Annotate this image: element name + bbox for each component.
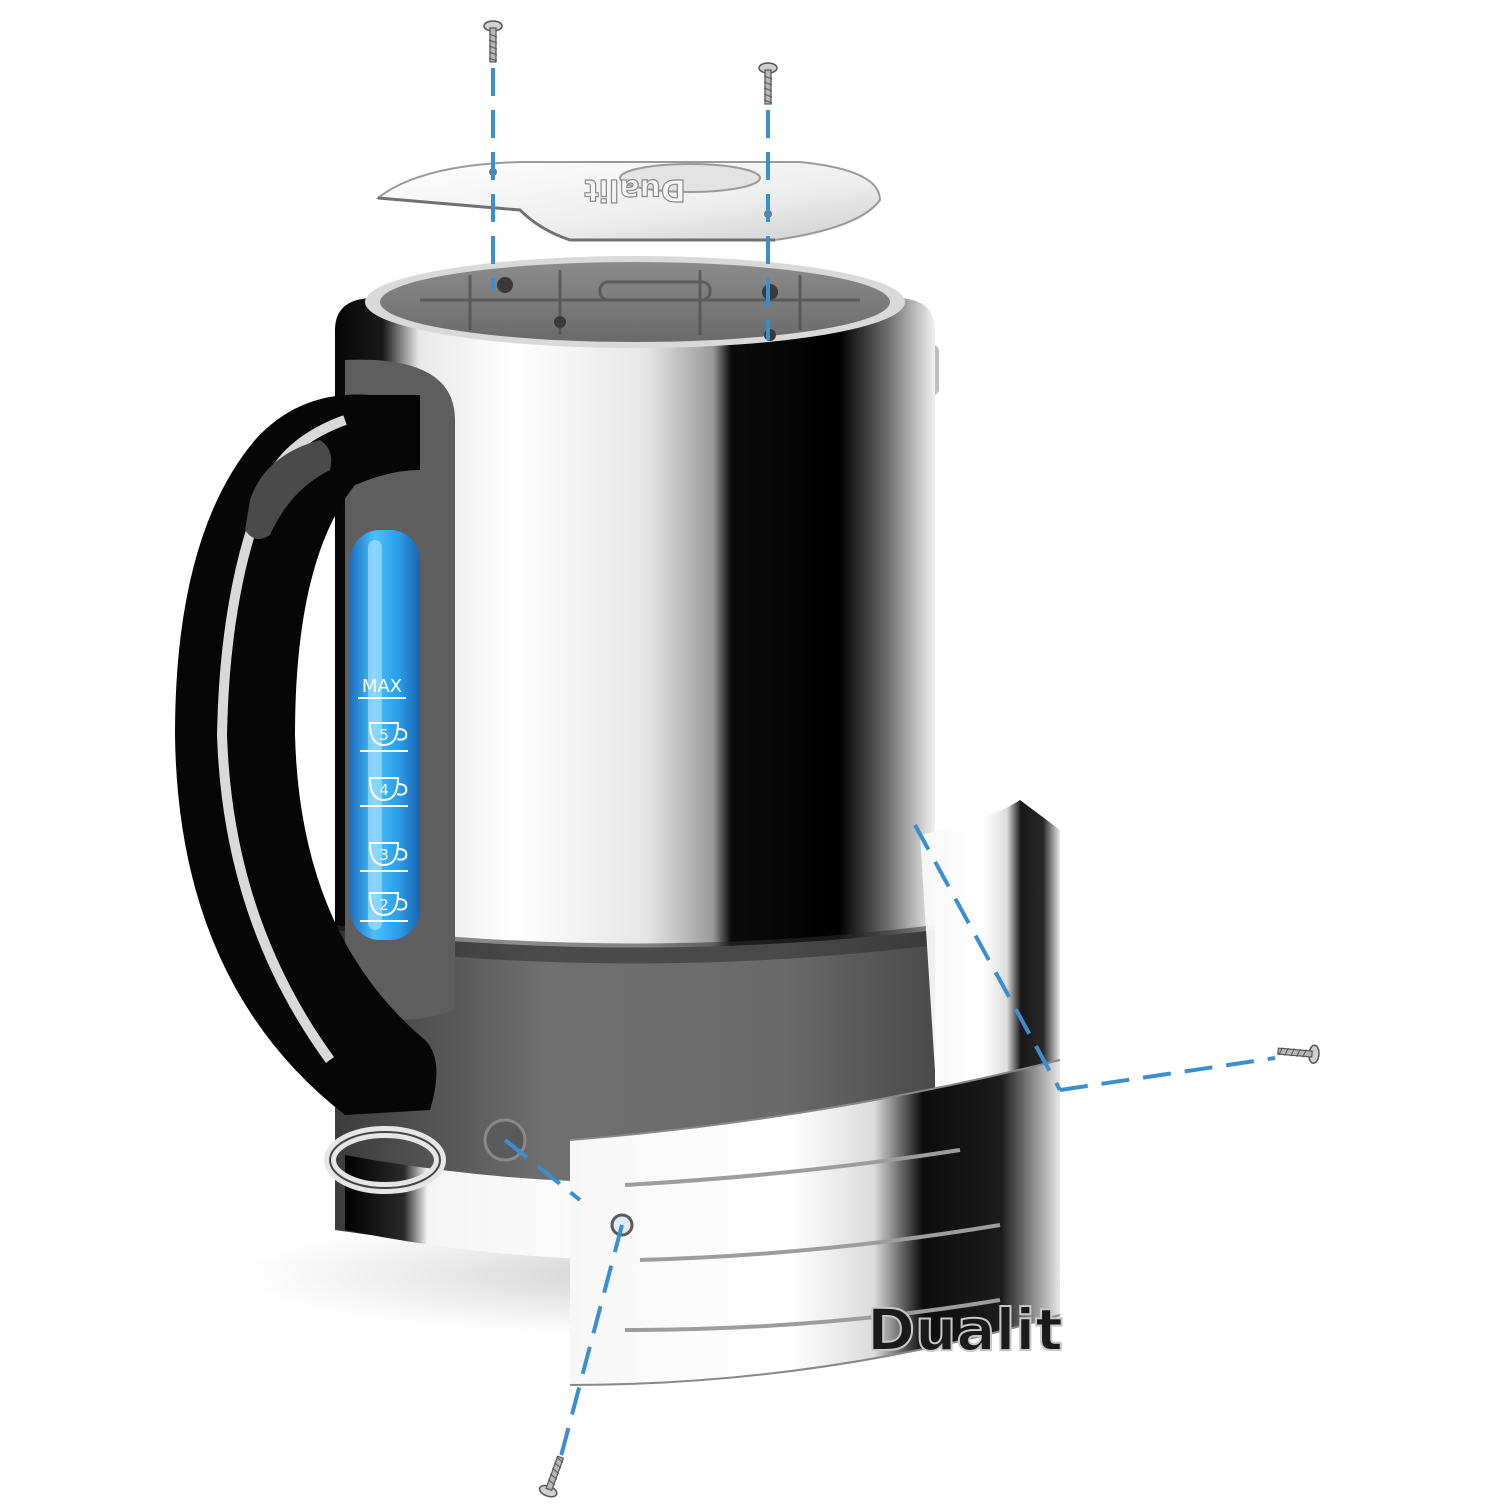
cup-mark-label: 5 (379, 726, 389, 744)
screw-icon (483, 20, 503, 63)
assembly-guide-lines (491, 68, 1276, 1461)
cup-mark: 3 (360, 842, 408, 872)
cup-mark-label: 4 (379, 781, 389, 799)
cup-marks: 5 4 3 2 (360, 722, 408, 922)
handle-switch[interactable] (245, 440, 332, 539)
cup-mark: 2 (360, 892, 408, 922)
cup-mark: 4 (360, 777, 408, 807)
panel-logo: Dualit (867, 1296, 1063, 1364)
screw-icon (758, 62, 778, 105)
cup-mark-label: 2 (379, 896, 389, 914)
screw-icon (538, 1455, 565, 1498)
wrap-panel-front (570, 1060, 1060, 1385)
screws (483, 20, 1320, 1498)
top-plate-logo: Dualit (584, 172, 685, 207)
lid-top (380, 262, 890, 342)
top-decor-plate: Dualit (375, 161, 882, 242)
cup-mark: 5 (360, 722, 408, 752)
screw-icon (1277, 1044, 1320, 1064)
water-level-window (350, 530, 420, 940)
chrome-cylinder (335, 298, 935, 948)
panel-ridges (624, 1148, 1001, 1332)
guide-line-right-outer (1059, 1056, 1276, 1092)
max-label: MAX (362, 676, 402, 697)
guide-line-base-left (503, 1138, 582, 1202)
wrap-around-panel: Dualit (569, 800, 1064, 1386)
window-markings: MAX (358, 676, 406, 699)
guide-line-right-inner (913, 824, 1062, 1091)
cup-mark-label: 3 (379, 846, 389, 864)
